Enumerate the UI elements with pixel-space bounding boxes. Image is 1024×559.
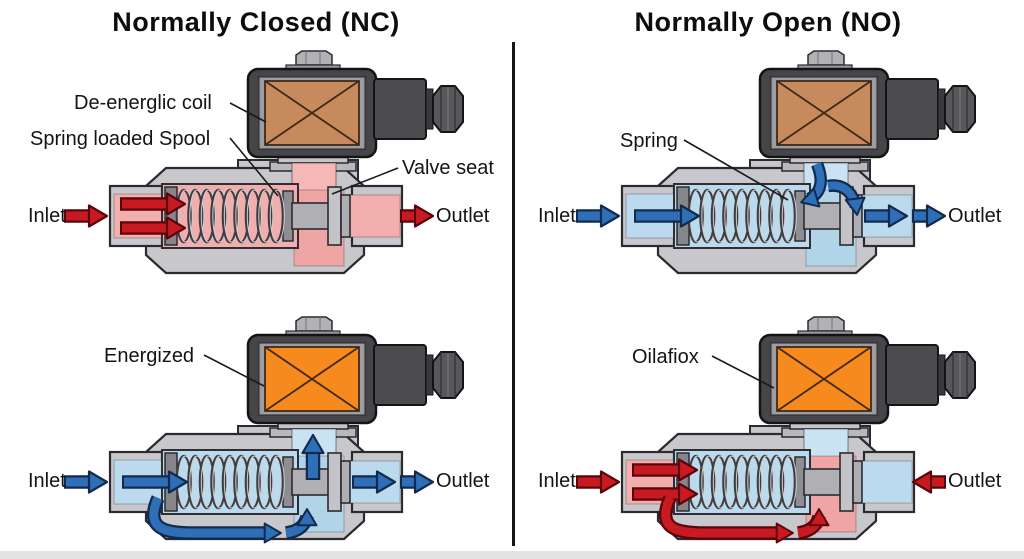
bottom-edge-strip [0, 551, 1024, 559]
outlet-label-no-top: Outlet [948, 205, 1002, 227]
inlet-label-no-bottom: Inlet [538, 470, 576, 492]
callout-energized: Energized [104, 345, 195, 367]
inlet-label-nc-top: Inlet [28, 205, 66, 227]
inlet-label-nc-bottom: Inlet [28, 470, 66, 492]
title-normally-open: Normally Open (NO) [634, 7, 902, 37]
callout-deenergized-coil: De-energlic coil [74, 92, 212, 114]
outlet-label-nc-bottom: Outlet [436, 470, 490, 492]
callout-valve-seat: Valve seat [402, 157, 494, 179]
valve-illustration-no-deenergized [576, 50, 976, 275]
callout-spring: Spring [620, 130, 678, 152]
title-normally-closed: Normally Closed (NC) [112, 7, 400, 37]
inlet-label-no-top: Inlet [538, 205, 576, 227]
valve-illustration-no-energized [576, 316, 976, 544]
callout-oilafiox: Oilafiox [632, 346, 699, 368]
outlet-label-no-bottom: Outlet [948, 470, 1002, 492]
callout-spring-loaded-spool: Spring loaded Spool [30, 128, 211, 150]
valve-illustration-nc-energized [64, 316, 464, 544]
valve-illustration-nc-deenergized [64, 50, 464, 275]
outlet-label-nc-top: Outlet [436, 205, 490, 227]
divider-line [512, 42, 515, 546]
